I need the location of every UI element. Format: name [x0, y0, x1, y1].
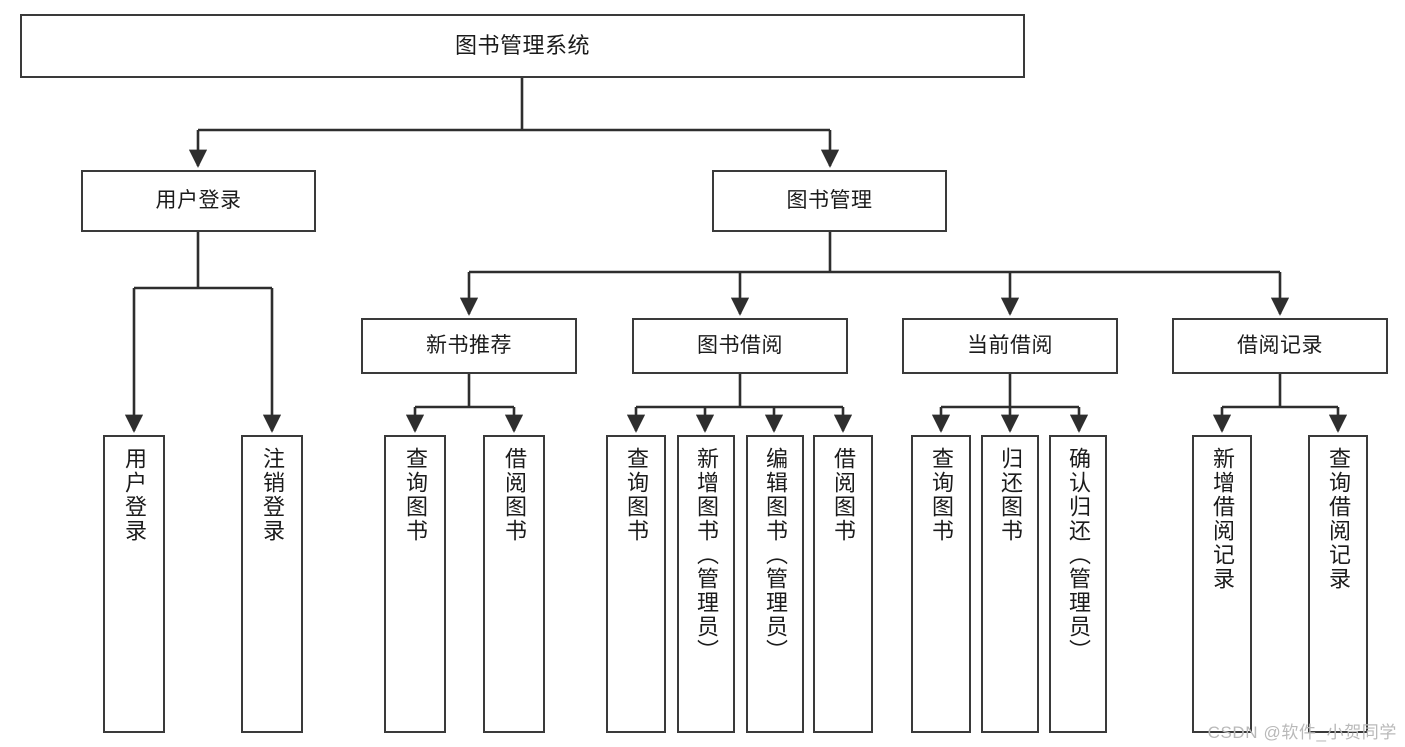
node-leaf-query-book-2[interactable]: 查询图书 [606, 435, 666, 733]
node-leaf-return-book-label: 归还图书 [997, 447, 1023, 543]
node-borrow[interactable]: 图书借阅 [632, 318, 848, 374]
node-leaf-borrow-book-2[interactable]: 借阅图书 [813, 435, 873, 733]
node-leaf-confirm-return-admin[interactable]: 确认归还（管理员） [1049, 435, 1107, 733]
node-leaf-query-book-2-label: 查询图书 [623, 447, 649, 543]
node-leaf-return-book[interactable]: 归还图书 [981, 435, 1039, 733]
node-leaf-query-record[interactable]: 查询借阅记录 [1308, 435, 1368, 733]
node-leaf-query-book-1-label: 查询图书 [402, 447, 428, 543]
node-leaf-query-book-1[interactable]: 查询图书 [384, 435, 446, 733]
node-leaf-add-book-admin[interactable]: 新增图书（管理员） [677, 435, 735, 733]
node-leaf-edit-book-admin[interactable]: 编辑图书（管理员） [746, 435, 804, 733]
node-leaf-query-record-label: 查询借阅记录 [1325, 447, 1351, 591]
node-leaf-borrow-book-1-label: 借阅图书 [501, 447, 527, 543]
node-current[interactable]: 当前借阅 [902, 318, 1118, 374]
node-leaf-add-record-label: 新增借阅记录 [1209, 447, 1235, 591]
node-login-label: 用户登录 [155, 189, 242, 213]
node-leaf-query-book-3-label: 查询图书 [928, 447, 954, 543]
node-leaf-borrow-book-1[interactable]: 借阅图书 [483, 435, 545, 733]
node-leaf-user-login-label: 用户登录 [121, 447, 147, 543]
node-borrow-label: 图书借阅 [697, 334, 783, 358]
node-newbook[interactable]: 新书推荐 [361, 318, 577, 374]
node-leaf-logout[interactable]: 注销登录 [241, 435, 303, 733]
node-leaf-borrow-book-2-label: 借阅图书 [830, 447, 856, 543]
node-leaf-add-book-admin-label: 新增图书（管理员） [693, 447, 719, 663]
node-leaf-logout-label: 注销登录 [259, 447, 285, 543]
node-login[interactable]: 用户登录 [81, 170, 316, 232]
node-leaf-query-book-3[interactable]: 查询图书 [911, 435, 971, 733]
node-leaf-user-login[interactable]: 用户登录 [103, 435, 165, 733]
node-leaf-edit-book-admin-label: 编辑图书（管理员） [762, 447, 788, 663]
node-current-label: 当前借阅 [967, 334, 1053, 358]
node-newbook-label: 新书推荐 [426, 334, 512, 358]
node-record[interactable]: 借阅记录 [1172, 318, 1388, 374]
node-bookmgmt[interactable]: 图书管理 [712, 170, 947, 232]
node-leaf-confirm-return-admin-label: 确认归还（管理员） [1065, 447, 1091, 663]
node-bookmgmt-label: 图书管理 [786, 189, 873, 213]
node-root[interactable]: 图书管理系统 [20, 14, 1025, 78]
csdn-watermark: CSDN @软件_小贺同学 [1207, 723, 1397, 742]
node-root-label: 图书管理系统 [454, 33, 590, 59]
node-record-label: 借阅记录 [1237, 334, 1323, 358]
node-leaf-add-record[interactable]: 新增借阅记录 [1192, 435, 1252, 733]
